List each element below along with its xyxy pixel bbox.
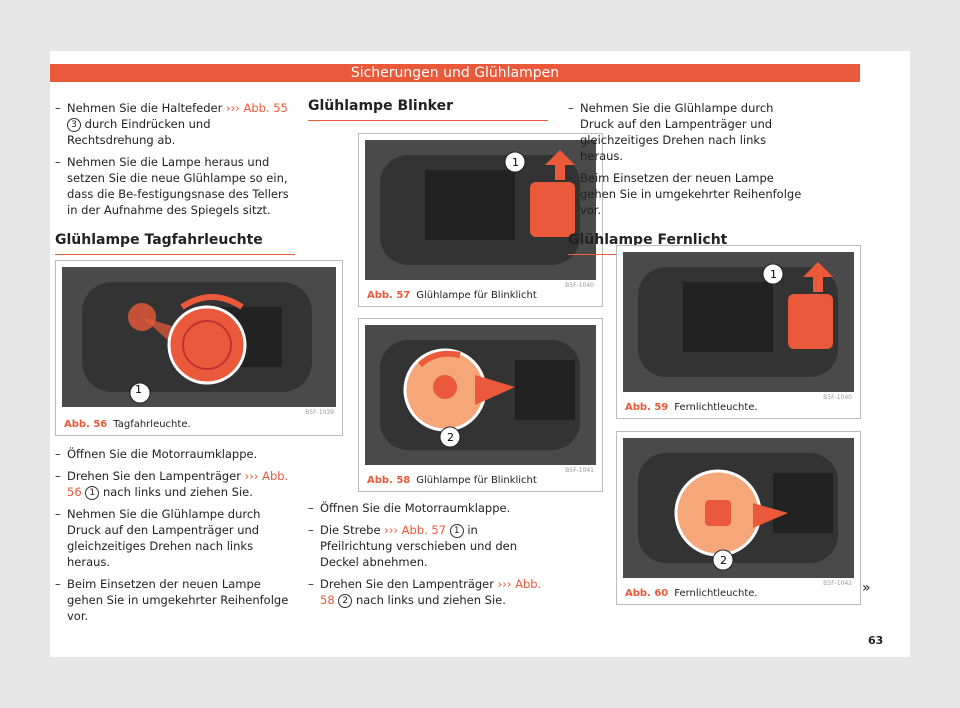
list-item: Nehmen Sie die Glühlampe durch Druck auf… xyxy=(568,100,808,164)
figure-code: B5F-1041 xyxy=(565,467,594,474)
figure-link[interactable]: ››› Abb. 56 xyxy=(67,469,289,499)
list-item: Drehen Sie den Lampenträger ››› Abb. 56 … xyxy=(55,468,295,500)
headlight-image xyxy=(62,267,336,407)
figure-code: B5F-1042 xyxy=(823,580,852,587)
list-item: Öffnen Sie die Motorraumklappe. xyxy=(308,500,548,516)
figure-link[interactable]: ››› Abb. 57 xyxy=(384,523,447,537)
page-number: 63 xyxy=(868,634,884,647)
callout-label: 1 xyxy=(770,268,777,281)
column-1-lower: Öffnen Sie die Motorraumklappe. Drehen S… xyxy=(55,446,295,630)
figure-link[interactable]: ››› Abb. 58 xyxy=(320,577,542,607)
list-item: Beim Einsetzen der neuen Lampe gehen Sie… xyxy=(55,576,295,624)
figure-code: B5F-1039 xyxy=(305,409,334,416)
list-item: Nehmen Sie die Lampe heraus und setzen S… xyxy=(55,154,295,218)
list-item: Öffnen Sie die Motorraumklappe. xyxy=(55,446,295,462)
headlight-image xyxy=(365,140,596,280)
figure-code: B5F-1040 xyxy=(565,282,594,289)
callout-number: 2 xyxy=(338,593,353,608)
list-item: Beim Einsetzen der neuen Lampe gehen Sie… xyxy=(568,170,808,218)
callout-label: 1 xyxy=(135,383,142,396)
callout-label: 1 xyxy=(512,156,519,169)
callout-number: 1 xyxy=(449,523,464,538)
column-1: Nehmen Sie die Haltefeder ››› Abb. 55 3 … xyxy=(55,100,295,269)
callout-label: 2 xyxy=(447,431,454,444)
figure-link[interactable]: ››› Abb. 55 xyxy=(226,101,288,115)
headlight-image xyxy=(365,325,596,465)
column-2-lower: Öffnen Sie die Motorraumklappe. Die Stre… xyxy=(308,500,548,614)
continue-icon: » xyxy=(862,580,871,596)
list-item: Drehen Sie den Lampenträger ››› Abb. 58 … xyxy=(308,576,548,608)
list-item: Nehmen Sie die Haltefeder ››› Abb. 55 3 … xyxy=(55,100,295,148)
headlight-image xyxy=(623,252,854,392)
column-2: Glühlampe Blinker xyxy=(308,98,548,135)
column-3: Nehmen Sie die Glühlampe durch Druck auf… xyxy=(568,100,808,269)
callout-number: 3 xyxy=(67,117,81,132)
chapter-header: Sicherungen und Glühlampen xyxy=(50,64,860,82)
headlight-image xyxy=(623,438,854,578)
section-title: Glühlampe Tagfahrleuchte xyxy=(55,232,295,255)
section-title: Glühlampe Blinker xyxy=(308,98,548,121)
figure-code: B5F-1040 xyxy=(823,394,852,401)
list-item: Nehmen Sie die Glühlampe durch Druck auf… xyxy=(55,506,295,570)
callout-label: 2 xyxy=(720,554,727,567)
list-item: Die Strebe ››› Abb. 57 1 in Pfeilrichtun… xyxy=(308,522,548,570)
callout-number: 1 xyxy=(85,485,100,500)
